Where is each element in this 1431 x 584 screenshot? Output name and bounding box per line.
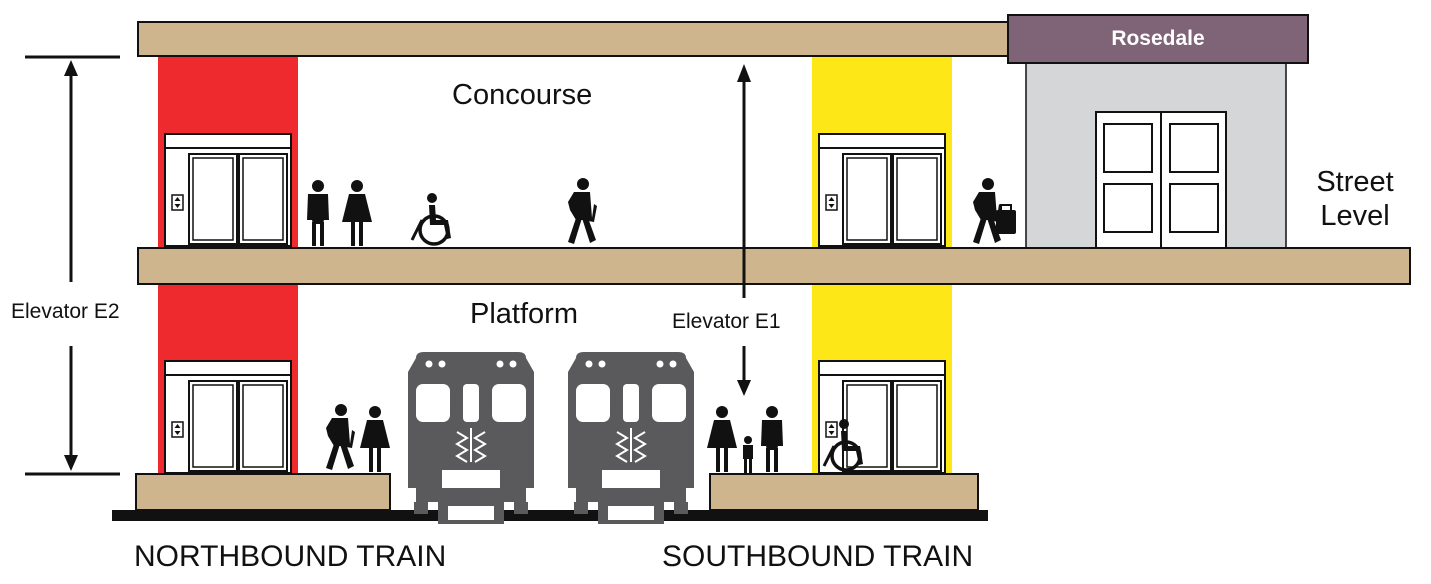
person-icon bbox=[707, 406, 737, 472]
elevator-e2-concourse-door bbox=[164, 133, 292, 247]
person-icon bbox=[342, 180, 372, 246]
concourse-label: Concourse bbox=[452, 79, 593, 111]
person-icon bbox=[761, 406, 783, 472]
southbound-platform bbox=[709, 473, 979, 511]
elevator-e2-height-arrow bbox=[25, 55, 120, 476]
building-entrance-doors bbox=[1095, 111, 1227, 249]
wheelchair-icon bbox=[410, 191, 453, 246]
walking-person-icon bbox=[326, 404, 355, 470]
elevator-e1-travel-arrow bbox=[737, 64, 751, 396]
platform-label: Platform bbox=[470, 298, 578, 330]
northbound-train-icon bbox=[407, 351, 535, 525]
elevator-e1-platform-door bbox=[818, 360, 946, 474]
northbound-platform bbox=[135, 473, 391, 511]
elevator-e1-concourse-door bbox=[818, 133, 946, 247]
child-icon bbox=[743, 436, 753, 473]
street-level-label: Street Level bbox=[1316, 166, 1394, 232]
elevator-e2-platform-door bbox=[164, 360, 292, 474]
person-icon bbox=[360, 406, 390, 472]
walking-person-icon bbox=[568, 178, 597, 244]
traveler-luggage-icon bbox=[973, 178, 1016, 244]
concourse-ceiling-slab bbox=[137, 21, 1011, 57]
rail-bed bbox=[112, 510, 988, 521]
elevator-e1-label: Elevator E1 bbox=[672, 310, 781, 334]
northbound-train-label: NORTHBOUND TRAIN bbox=[134, 540, 447, 573]
station-sign bbox=[1007, 14, 1309, 64]
southbound-train-label: SOUTHBOUND TRAIN bbox=[662, 540, 974, 573]
elevator-e2-label: Elevator E2 bbox=[11, 300, 120, 324]
station-name: Rosedale bbox=[1111, 27, 1205, 50]
southbound-train-icon bbox=[567, 351, 695, 525]
person-icon bbox=[307, 180, 329, 246]
concourse-floor-slab bbox=[137, 247, 1411, 285]
